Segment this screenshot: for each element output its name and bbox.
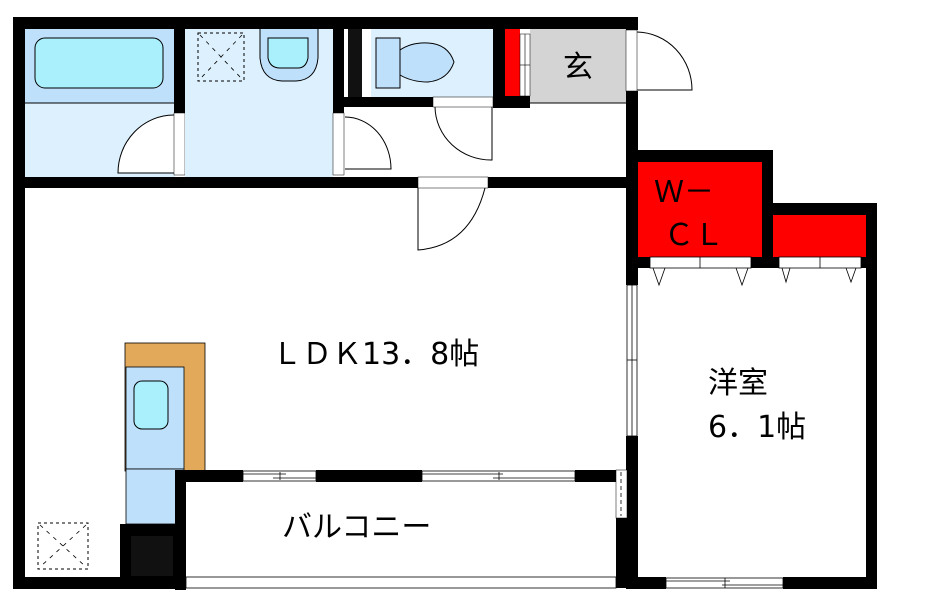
balcony-label: バルコニー xyxy=(282,510,431,545)
wcl-label-line1: Ｗ－ xyxy=(654,175,714,210)
closet xyxy=(771,215,866,257)
wcl-label-line2: ＣＬ xyxy=(664,218,724,253)
entrance-label: 玄 xyxy=(563,50,593,85)
drain-icon xyxy=(37,522,89,570)
bathtub-icon xyxy=(34,37,164,89)
toilet-tank-icon xyxy=(375,37,401,89)
kitchen-sink-icon xyxy=(133,380,169,430)
bathroom-door-icon xyxy=(117,114,175,174)
washroom xyxy=(185,27,345,178)
entrance-door-icon xyxy=(636,31,693,91)
shoe-cabinet xyxy=(505,28,520,96)
toilet-bowl-icon xyxy=(399,42,455,83)
entrance: 玄 xyxy=(505,28,693,104)
western-room-label-line2: 6．1帖 xyxy=(708,410,806,445)
walls xyxy=(13,17,877,590)
toilet-door-icon xyxy=(434,106,493,161)
ldk-label: ＬＤＫ13．8帖 xyxy=(272,337,479,372)
western-room-label-line1: 洋室 xyxy=(708,366,768,401)
walk-in-closet: Ｗ－ ＣＬ xyxy=(637,162,866,287)
washer-drain-icon xyxy=(197,32,245,82)
windows xyxy=(185,284,784,589)
ldk-door-icon xyxy=(417,187,486,251)
washroom-door-icon xyxy=(344,116,392,170)
kitchen xyxy=(120,342,206,582)
bathroom xyxy=(25,28,186,178)
toilet-room xyxy=(348,28,494,161)
